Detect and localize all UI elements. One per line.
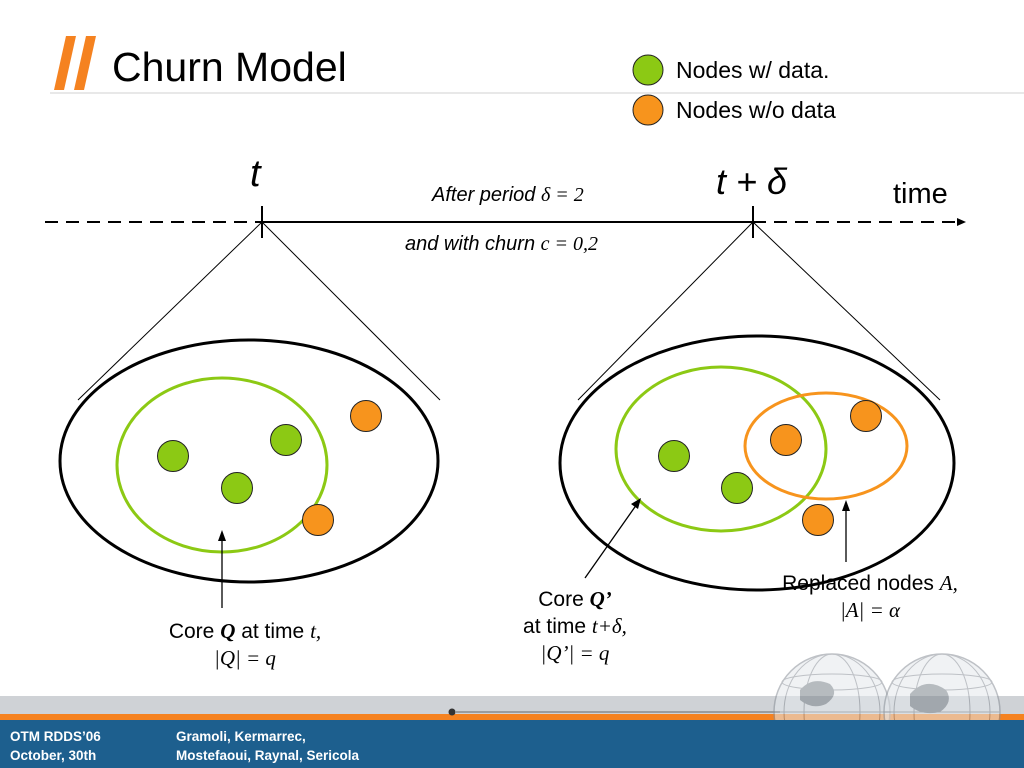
period-math: δ = 2 — [540, 184, 584, 206]
core-q-prime-size: |Q’| = q — [540, 641, 610, 665]
churn-label: and with churn c = 0,2 — [405, 231, 598, 258]
page-title: Churn Model — [112, 44, 347, 90]
legend-green-dot — [632, 54, 664, 86]
network-ellipse-t — [58, 338, 440, 584]
core-q-mid: at time — [235, 620, 311, 643]
time-t-label: t — [250, 153, 261, 195]
core-q-prime-ellipse — [614, 365, 828, 533]
zoom-line-right-b — [752, 221, 941, 401]
core-q-prime-line2: at time t+δ, — [475, 613, 675, 640]
replaced-nodes-ellipse — [743, 391, 909, 501]
core-q-prime-time: t+δ, — [591, 614, 627, 638]
node-with-data — [658, 440, 690, 472]
legend-orange-dot — [632, 94, 664, 126]
core-q-symbol: Q — [220, 619, 236, 643]
churn-math: c = 0,2 — [540, 233, 599, 255]
node-without-data — [302, 504, 334, 536]
core-q-ellipse — [115, 376, 329, 554]
core-q-prime-at-time: at time — [523, 615, 592, 638]
node-with-data — [221, 472, 253, 504]
node-without-data — [850, 400, 882, 432]
timeline-arrowhead — [957, 218, 966, 226]
core-q-time: t, — [310, 619, 322, 643]
footer-conference: OTM RDDS’06 — [10, 729, 101, 744]
node-with-data — [270, 424, 302, 456]
network-ellipse-t-delta — [558, 334, 956, 592]
time-t-delta-label: t + δ — [716, 161, 788, 202]
core-q-prime-pre: Core — [538, 588, 590, 611]
period-label: After period δ = 2 — [432, 182, 584, 209]
core-q-label: Core Q at time t, |Q| = q — [120, 618, 370, 672]
replaced-pre: Replaced nodes — [782, 572, 940, 595]
core-q-line1: Core Q at time t, — [120, 618, 370, 645]
title-slash-2 — [74, 36, 96, 90]
core-q-prime-symbol: Q’ — [589, 587, 612, 611]
node-with-data — [157, 440, 189, 472]
footer-authors-line1: Gramoli, Kermarrec, — [176, 729, 306, 744]
pointer-core-q-prime-head — [631, 498, 641, 509]
pointer-core-q-head — [218, 530, 226, 541]
footer-grey-band — [0, 696, 1024, 714]
header-underline — [50, 92, 1024, 94]
legend-with-data-label: Nodes w/ data. — [676, 57, 830, 83]
replaced-nodes-label: Replaced nodes A, |A| = α — [755, 570, 985, 624]
node-without-data — [350, 400, 382, 432]
replaced-line1: Replaced nodes A, — [755, 570, 985, 597]
churn-text: and with churn — [405, 233, 536, 255]
pointer-replaced-head — [842, 500, 850, 511]
node-without-data — [802, 504, 834, 536]
node-with-data — [721, 472, 753, 504]
footer-dot — [448, 708, 456, 716]
footer-bar: OTM RDDS’06 October, 30th Gramoli, Kerma… — [0, 720, 1024, 768]
legend-without-data-label: Nodes w/o data — [676, 97, 836, 123]
title-slash-1 — [54, 36, 76, 90]
footer-authors-line2: Mostefaoui, Raynal, Sericola — [176, 748, 360, 763]
core-q-prime-line1: Core Q’ — [475, 586, 675, 613]
zoom-line-left-b — [261, 221, 441, 401]
core-q-prime-label: Core Q’ at time t+δ, |Q’| = q — [475, 586, 675, 667]
footer-date: October, 30th — [10, 748, 97, 763]
period-text: After period — [432, 184, 536, 206]
pointer-core-q-prime — [584, 503, 638, 579]
zoom-line-right-a — [577, 221, 754, 401]
node-without-data — [770, 424, 802, 456]
replaced-symbol: A, — [939, 571, 958, 595]
zoom-line-left-a — [77, 221, 263, 401]
core-q-pre: Core — [168, 620, 221, 643]
time-axis-label: time — [893, 178, 948, 210]
footer-orange-stripe — [0, 714, 1024, 720]
core-q-size: |Q| = q — [214, 646, 276, 670]
replaced-size: |A| = α — [839, 598, 901, 622]
